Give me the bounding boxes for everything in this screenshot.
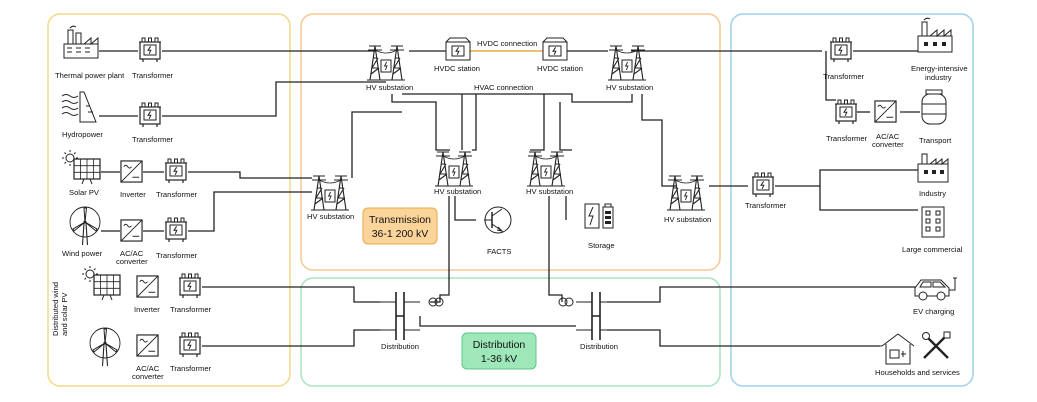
inverter-icon — [120, 219, 143, 242]
inverter-label: Inverter — [120, 190, 146, 199]
transformer-icon — [178, 273, 202, 299]
wind-turbine-icon — [69, 206, 101, 245]
hv-substation-label: HV substation — [606, 83, 653, 92]
transformer-icon — [751, 172, 775, 198]
distribution-switchgear — [380, 292, 420, 340]
hvdc-station-label: HVDC station — [434, 64, 480, 73]
transformer-label: Transformer — [823, 72, 865, 81]
ev-charging-label: EV charging — [913, 307, 954, 316]
inverter-icon — [120, 160, 143, 183]
pylon-icon — [434, 151, 474, 187]
hv-substation-label: HV substation — [434, 187, 481, 196]
distribution-badge: Distribution 1-36 kV — [461, 332, 537, 370]
distribution-region — [300, 277, 721, 387]
hvac-connection-label: HVAC connection — [474, 83, 533, 92]
distribution-transformer-icon — [428, 297, 444, 307]
transformer-label: Transformer — [132, 135, 174, 144]
gas-tank-icon — [921, 89, 947, 125]
transmission-title: Transmission — [369, 214, 431, 226]
hv-substation-label: HV substation — [366, 83, 413, 92]
distributed-label-line1: Distributed wind — [51, 282, 60, 336]
transformer-label: Transformer — [170, 305, 212, 314]
large-commercial-label: Large commercial — [902, 245, 963, 254]
factory-icon — [917, 153, 949, 183]
wind-label: Wind power — [62, 249, 103, 258]
battery-icon — [584, 203, 614, 229]
facts-label: FACTS — [487, 247, 511, 256]
hydro-label: Hydropower — [62, 130, 103, 139]
hvdc-connection-label: HVDC connection — [477, 39, 537, 48]
distributed-label: Distributed wind and solar PV — [51, 282, 69, 336]
transmission-region — [300, 13, 721, 271]
acac-label-line2: converter — [116, 257, 148, 266]
solar-panel-icon — [62, 150, 101, 184]
households-label: Households and services — [875, 368, 960, 377]
wires — [99, 50, 922, 347]
distribution-node-label: Distribution — [580, 342, 618, 351]
transformer-label: Transformer — [132, 71, 174, 80]
storage-label: Storage — [588, 241, 615, 250]
transformer-icon — [138, 102, 162, 128]
acac-label: AC/AC — [120, 249, 144, 258]
distribution-range: 1-36 kV — [481, 353, 517, 365]
solar-panel-icon — [82, 266, 121, 300]
transformer-label: Transformer — [745, 201, 787, 210]
acac-label: AC/AC — [136, 364, 160, 373]
energy-intensive-label-line2: industry — [925, 73, 952, 82]
acac-label-line2: converter — [132, 372, 164, 381]
transformer-icon — [164, 158, 188, 184]
transformer-icon — [834, 99, 858, 125]
dam-icon — [61, 91, 97, 123]
transformer-label: Transformer — [170, 364, 212, 373]
inverter-icon — [136, 334, 159, 357]
transformer-icon — [829, 37, 853, 63]
distribution-title: Distribution — [473, 339, 526, 351]
inverter-label: Inverter — [134, 305, 160, 314]
transformer-label: Transformer — [156, 251, 198, 260]
solar-label: Solar PV — [69, 188, 100, 197]
thermal-label: Thermal power plant — [55, 71, 125, 80]
transmission-range: 36-1 200 kV — [372, 228, 429, 240]
consumption-region — [730, 13, 974, 387]
pylon-icon — [526, 151, 566, 187]
distribution-transformer-icon — [558, 297, 574, 307]
transistor-icon — [484, 206, 512, 234]
house-icon — [878, 333, 915, 365]
factory-icon — [917, 17, 953, 53]
industry-label: Industry — [919, 189, 946, 198]
hv-substation-label: HV substation — [526, 187, 573, 196]
distribution-switchgear — [576, 292, 616, 340]
transformer-label: Transformer — [156, 190, 198, 199]
acac-label-line2: converter — [872, 140, 904, 149]
transformer-icon — [164, 217, 188, 243]
hvdc-station-icon — [445, 37, 471, 61]
hv-substation-label: HV substation — [307, 212, 354, 221]
hv-substation-label: HV substation — [664, 215, 711, 224]
tools-icon — [922, 331, 951, 359]
hvdc-station-icon — [542, 37, 568, 61]
car-icon — [914, 277, 957, 301]
transformer-label: Transformer — [826, 134, 868, 143]
building-icon — [921, 206, 945, 238]
inverter-icon — [136, 275, 159, 298]
distribution-node-label: Distribution — [381, 342, 419, 351]
distributed-label-line2: and solar PV — [60, 292, 69, 336]
wind-turbine-icon — [89, 327, 121, 366]
transformer-icon — [178, 332, 202, 358]
transformer-icon — [138, 37, 162, 63]
transmission-badge: Transmission 36-1 200 kV — [362, 207, 438, 245]
hvdc-station-label: HVDC station — [537, 64, 583, 73]
pylon-icon — [666, 175, 706, 211]
energy-intensive-label: Energy-intensive — [911, 64, 968, 73]
transport-label: Transport — [919, 136, 952, 145]
pylon-icon — [310, 175, 350, 211]
generation-region — [47, 13, 291, 387]
factory-icon — [63, 25, 99, 59]
acac-label: AC/AC — [876, 132, 900, 141]
inverter-icon — [874, 100, 897, 123]
